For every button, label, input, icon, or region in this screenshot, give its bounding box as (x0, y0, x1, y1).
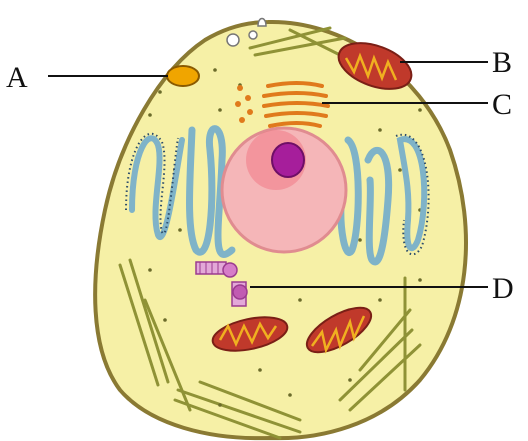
label-c: C (492, 88, 512, 121)
nucleus (222, 128, 346, 252)
label-b: B (492, 46, 512, 79)
label-a: A (6, 61, 28, 94)
nucleolus (272, 143, 304, 177)
vesicle-a (167, 66, 199, 86)
label-d: D (492, 272, 514, 305)
